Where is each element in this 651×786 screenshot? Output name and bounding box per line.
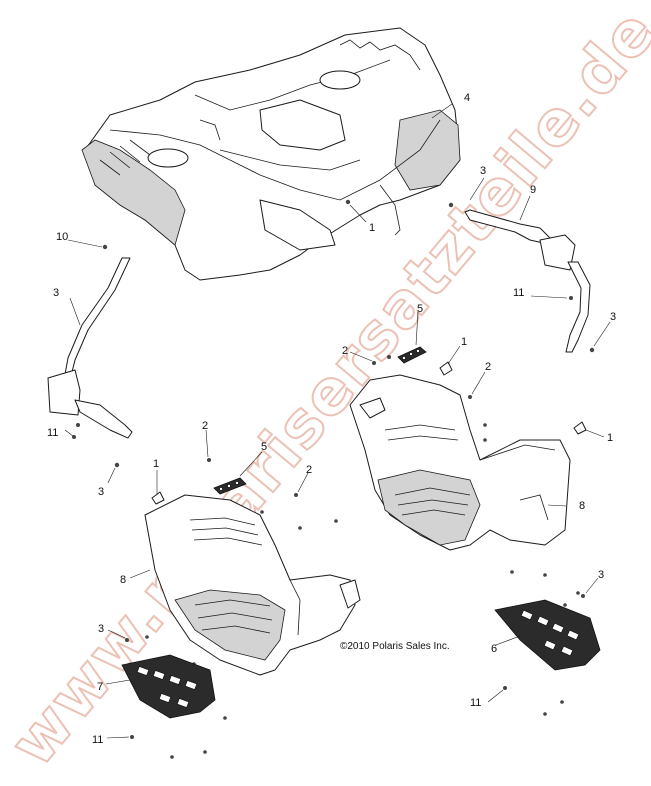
- bolt-icon: [114, 462, 120, 468]
- bolt-icon: [503, 686, 507, 690]
- callout-5b: 5: [261, 441, 267, 453]
- copyright-notice: ©2010 Polaris Sales Inc.: [340, 641, 450, 652]
- callout-11: 11: [513, 287, 524, 299]
- callout-11b: 11: [47, 427, 58, 439]
- callout-11d: 11: [92, 734, 103, 746]
- bolt-icon: [130, 735, 134, 739]
- support-bracket-left: [47, 244, 133, 439]
- footrest-bracket-right: [397, 346, 427, 364]
- clip-icon: [439, 361, 453, 376]
- callout-3c: 10: [56, 231, 68, 243]
- footrest-mat-right: [494, 599, 601, 671]
- callout-1: 1: [369, 222, 375, 234]
- callout-11c: 11: [470, 697, 481, 709]
- callout-8: 8: [120, 574, 126, 586]
- callout-2b: 2: [485, 361, 491, 373]
- bolt-icon: [76, 423, 80, 427]
- bolt-icon: [569, 296, 573, 300]
- callout-3f: 3: [98, 623, 104, 635]
- support-bracket-right: [448, 202, 591, 353]
- callout-2c: 2: [202, 420, 208, 432]
- clip-icon: [151, 491, 165, 505]
- callout-3: 3: [480, 165, 486, 177]
- bolt-icon: [207, 458, 211, 462]
- bolt-icon: [294, 493, 298, 497]
- callout-1d: 1: [153, 458, 159, 470]
- callout-2d: 2: [306, 464, 312, 476]
- callout-2: 2: [342, 345, 348, 357]
- callout-1c: 1: [607, 432, 613, 444]
- callout-10: 3: [53, 287, 59, 299]
- bolt-icon: [372, 361, 376, 365]
- callout-4: 4: [464, 92, 470, 104]
- callout-3d: 3: [98, 486, 104, 498]
- bolt-icon: [581, 594, 585, 598]
- callout-6: 6: [491, 643, 497, 655]
- callout-5: 5: [417, 303, 423, 315]
- callout-3b: 3: [610, 311, 616, 323]
- rear-cab-fender: [81, 27, 461, 281]
- callout-7: 7: [97, 681, 103, 693]
- bolt-icon: [125, 638, 129, 642]
- clip-icon: [573, 421, 587, 435]
- footrest-mat-left: [121, 654, 216, 719]
- footwell-right: [349, 374, 571, 551]
- callout-3e: 3: [598, 569, 604, 581]
- callout-9: 9: [530, 184, 536, 196]
- bolt-icon: [345, 199, 351, 205]
- footwell-left: [144, 494, 361, 676]
- footrest-bracket-left: [213, 477, 247, 495]
- bolt-icon: [589, 347, 595, 353]
- bolt-icon: [468, 395, 472, 399]
- callout-1b: 1: [461, 336, 467, 348]
- callout-8b: 8: [579, 500, 585, 512]
